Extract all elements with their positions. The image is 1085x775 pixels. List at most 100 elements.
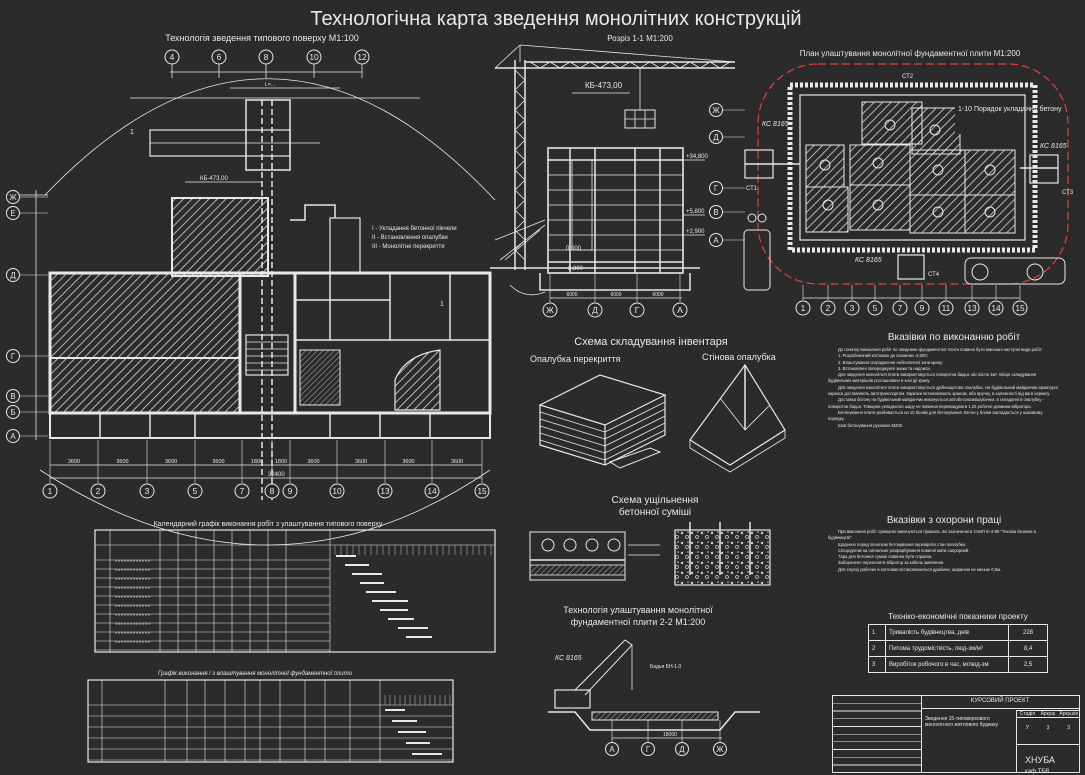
station-2: СТ2	[902, 74, 914, 80]
tep-cell-value: 8,4	[1008, 640, 1048, 657]
floor-plan: Технологія зведення типового поверху М1:…	[6, 33, 496, 546]
floor-overall-dim: 32400	[268, 472, 285, 478]
work-notes-title: Вказівки по виконанню робіт	[887, 332, 1021, 343]
axis-bubble: Ж	[542, 302, 558, 318]
tep-cell-name: Тривалість будівництва, днів	[885, 624, 1009, 641]
axis-bubble: Д	[709, 130, 723, 144]
axis-bubble: 15	[1012, 300, 1028, 316]
axis-bubble-label: А	[609, 745, 615, 754]
legend-item-3: III - Монолітне перекриття	[372, 244, 444, 250]
axis-bubble: Ж	[6, 190, 20, 204]
foundation-plan: План улаштування монолітної фундаментної…	[709, 49, 1074, 316]
work-note-paragraph: Для зведення монолітної плити використов…	[828, 384, 1058, 397]
axis-bubble-label: 2	[96, 486, 101, 496]
axis-bubble: 10	[329, 483, 345, 499]
svg-text:Бадья БН-1.0: Бадья БН-1.0	[650, 664, 681, 670]
legend-item-2: II - Встановлення опалубки	[372, 235, 448, 241]
stamp-signatures	[833, 696, 922, 772]
tep-title: Техніко-економічні показники проекту	[888, 612, 1028, 621]
dimension-label: 3600	[451, 459, 463, 465]
dimension-label: 3600	[68, 459, 80, 465]
axis-bubble-label: 1	[801, 303, 806, 313]
dimension-label: 3600	[165, 459, 177, 465]
axis-bubble-label: 9	[920, 303, 925, 313]
axis-bubble: 12	[354, 49, 370, 65]
axis-bubble: 13	[964, 300, 980, 316]
legend-item-1: I - Укладання бетонної пікчели	[372, 226, 457, 232]
axis-bubble-label: А	[677, 305, 683, 315]
axis-bubble-label: 12	[357, 52, 367, 62]
axis-bubble-label: 15	[477, 486, 487, 496]
axis-bubble: 3	[844, 300, 860, 316]
safety-notes-title: Вказівки з охорони праці	[886, 515, 1002, 526]
axis-bubble-label: Г	[646, 745, 651, 754]
axis-bubble: 2	[820, 300, 836, 316]
axis-bubble: А	[709, 233, 723, 247]
level-mark: +5,800	[686, 209, 705, 215]
axis-bubble-label: 7	[240, 486, 245, 496]
axis-bubble: 4	[164, 49, 180, 65]
foundation-tech-title-1: Технологія улаштування монолітної	[563, 605, 713, 615]
slab-stack	[538, 374, 667, 469]
axis-bubble-label: Ж	[546, 305, 554, 315]
safety-note-paragraph: Заборонено переносити вібратор за кабель…	[838, 560, 945, 566]
axis-bubble-label: А	[713, 236, 719, 245]
sheet-head: Аркуш	[1040, 711, 1056, 717]
axis-bubble-label: 6	[217, 52, 222, 62]
axis-bubble: В	[6, 389, 20, 403]
sheets-head: Аркушів	[1059, 711, 1078, 717]
tep-cell-n: 2	[868, 640, 886, 657]
axis-bubble: Д	[675, 742, 689, 756]
title-block: КУРСОВИЙ ПРОЕКТ Зведення 15-типоверховог…	[832, 695, 1080, 775]
axis-bubble-label: Ж	[716, 745, 724, 754]
axis-bubble-label: 10	[309, 52, 319, 62]
schedule-title: Графік виконання і з влаштування моноліт…	[158, 671, 353, 677]
floor-crane-label: КБ-473,00	[200, 176, 228, 182]
work-note-paragraph: 1. Розробленний котлован до позначки -2,…	[838, 353, 928, 359]
compaction-title-1: Схема ущільнення	[612, 495, 699, 506]
axis-bubble-label: 14	[427, 486, 437, 496]
axis-bubble-label: 8	[270, 486, 275, 496]
axis-bubble-label: 13	[967, 303, 977, 313]
foundation-left-axes: ЖД Г В А	[709, 103, 745, 247]
axis-bubble: 7	[892, 300, 908, 316]
dimension-label: 3600	[355, 459, 367, 465]
foundation-blocks	[805, 101, 1016, 234]
safety-note-paragraph: Спецодягом на сигнальне розфарбування по…	[838, 547, 970, 553]
dimension-label: 1800	[251, 459, 263, 465]
dimension-label: 3600	[116, 459, 128, 465]
axis-bubble-label: Д	[10, 271, 16, 280]
axis-bubble: 5	[867, 300, 883, 316]
axis-bubble-label: 8	[264, 52, 269, 62]
crane-label-left: КС 8165	[762, 121, 789, 128]
axis-bubble: 13	[377, 483, 393, 499]
axis-bubble: Г	[6, 349, 20, 363]
work-note-paragraph: 3. Встановлені попереджуючі знаки та над…	[838, 365, 931, 371]
axis-bubble: А	[605, 742, 619, 756]
axis-bubble: В	[709, 205, 723, 219]
dimension-label: 3600	[212, 459, 224, 465]
axis-bubble-label: Д	[592, 305, 598, 315]
axis-bubble: Д	[6, 268, 20, 282]
wall-formwork-label: Стінова опалубка	[702, 352, 776, 362]
axis-bubble-label: Д	[679, 745, 685, 754]
axis-bubble: Ж	[709, 103, 723, 117]
axis-bubble: 2	[90, 483, 106, 499]
axis-bubble: А	[672, 302, 688, 318]
safety-note-paragraph: Щоденно перед початком бетонування перев…	[838, 541, 967, 547]
axis-bubble-label: 7	[898, 303, 903, 313]
axis-bubble-label: 9	[288, 486, 293, 496]
axis-bubble-label: Г	[635, 305, 640, 315]
section-1-1: Розріз 1-1 М1:200 КБ-473,00	[490, 34, 736, 318]
compaction-title-2: бетонної суміші	[619, 506, 691, 518]
station-3: СТ3	[1062, 190, 1074, 196]
axis-bubble: 9	[282, 483, 298, 499]
sheets-value: 3	[1067, 725, 1071, 731]
axis-bubble-label: Г	[714, 184, 719, 193]
tep-cell-n: 1	[868, 624, 886, 641]
axis-bubble: 9	[914, 300, 930, 316]
